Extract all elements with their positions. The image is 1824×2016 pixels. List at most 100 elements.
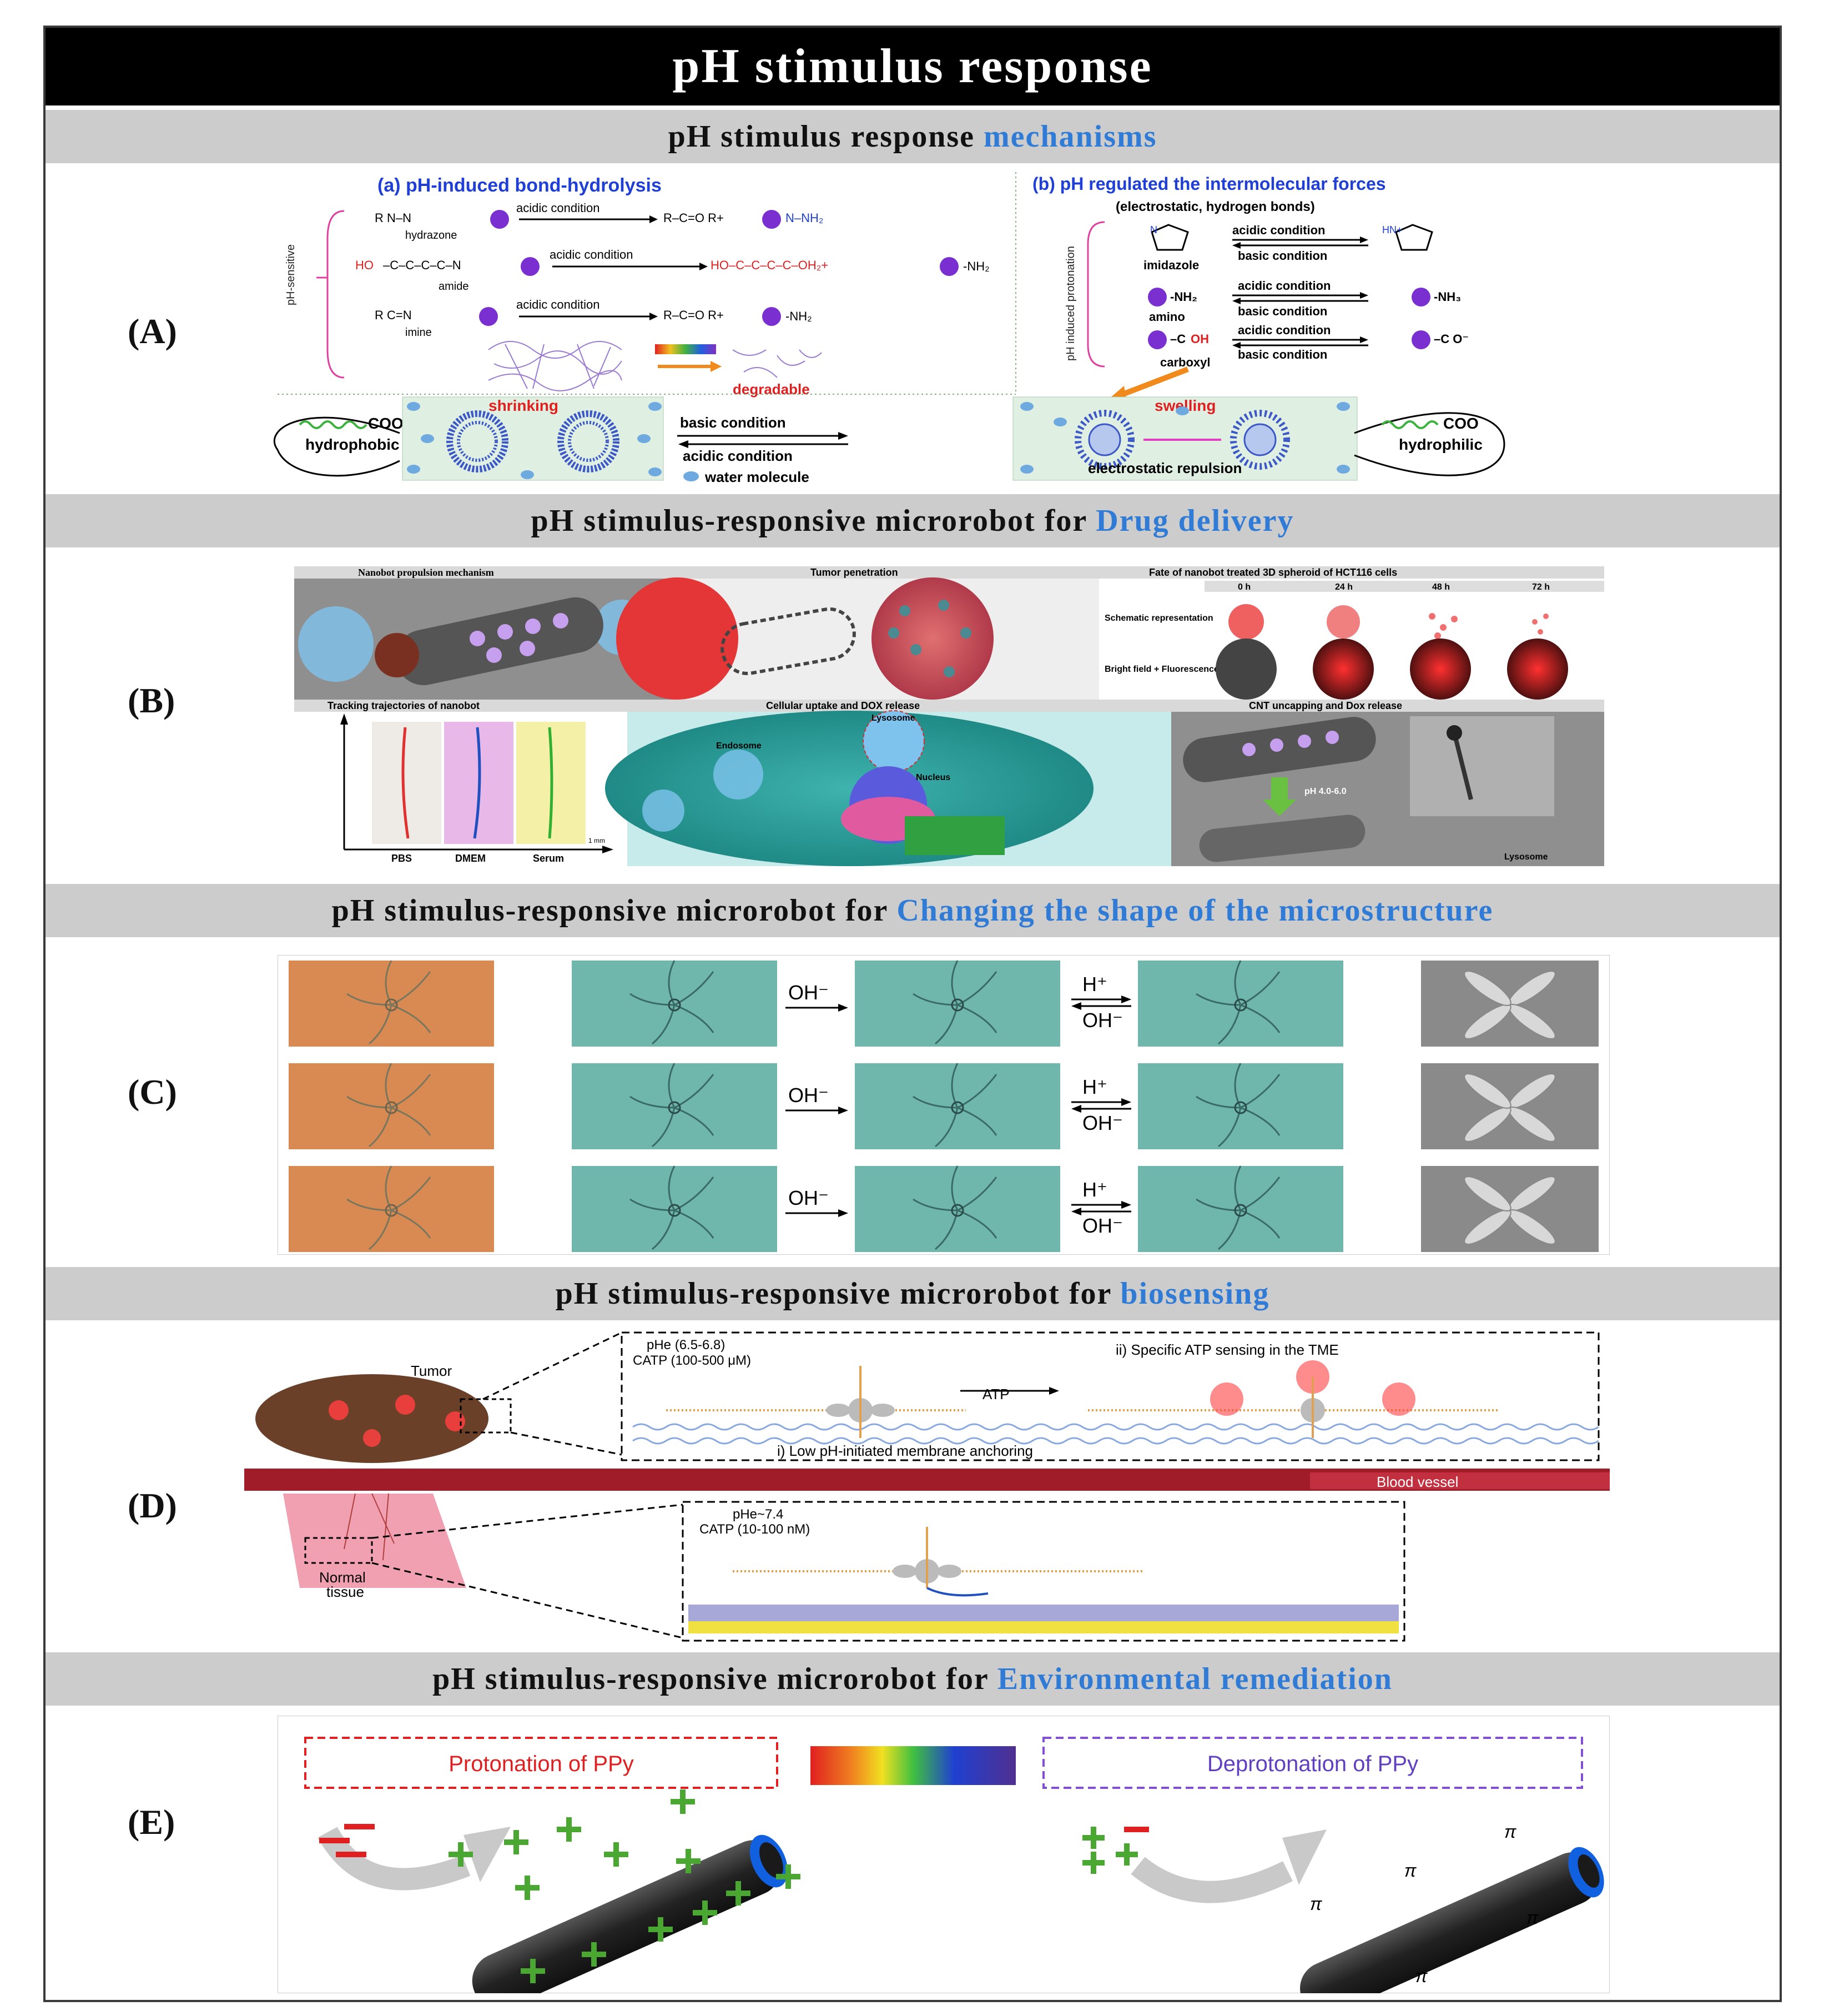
svg-text:R N–N: R N–N <box>375 211 411 225</box>
nh2-label-b: -NH₂ <box>1170 290 1197 304</box>
tme-box <box>621 1331 1600 1461</box>
right-plus-minus <box>1082 1827 1149 1874</box>
shrinking-box <box>402 396 664 481</box>
media-pbs: PBS <box>391 853 412 864</box>
hydrophobic-bubble <box>273 416 400 477</box>
water-label: water molecule <box>704 469 809 485</box>
section-bar-remediation: pH stimulus-responsive microrobot for En… <box>46 1652 1780 1706</box>
svg-text:–C–C–C–C–N: –C–C–C–C–N <box>383 258 461 272</box>
oh-label-b: OH <box>1191 332 1209 346</box>
catp2-label: CATP (10-100 nM) <box>699 1522 810 1537</box>
tumor-title: Tumor penetration <box>810 567 898 578</box>
panel-a-diagram: (a) pH-induced bond-hydrolysis pH-sensit… <box>273 172 1505 485</box>
panel-label-d: (D) <box>128 1486 177 1525</box>
panel-label-e: (E) <box>128 1802 175 1842</box>
section-bar-mechanisms: pH stimulus response mechanisms <box>46 110 1780 163</box>
phe1-label: pHe (6.5-6.8) <box>647 1338 725 1353</box>
h-label-r3: H⁺ <box>1082 1178 1107 1201</box>
dna-probe-2 <box>1088 1360 1499 1438</box>
left-minus-signs <box>319 1824 375 1857</box>
amide-label: amide <box>439 280 468 293</box>
carboxyl-label: carboxyl <box>1160 355 1211 369</box>
uptake-title: Cellular uptake and DOX release <box>766 700 920 711</box>
protonation-label: Protonation of PPy <box>449 1752 634 1776</box>
ppy-tube-right <box>1300 1847 1604 1993</box>
specific-label: ii) Specific ATP sensing in the TME <box>1116 1341 1339 1358</box>
basic-label-b1: basic condition <box>1238 249 1327 263</box>
pi-label-1: π <box>1504 1822 1516 1842</box>
ppy-tube-left <box>472 1834 788 1993</box>
tumor-mass <box>255 1374 488 1463</box>
imine-label: imine <box>405 326 432 339</box>
imidazole-label: imidazole <box>1143 258 1199 272</box>
panel-label-a: (A) <box>128 311 177 351</box>
pi-label-3: π <box>1310 1894 1322 1914</box>
nh2-label-2: -NH₂ <box>963 259 990 273</box>
section-bar-biosensing: pH stimulus-responsive microrobot for bi… <box>46 1267 1780 1320</box>
shape-row-3 <box>289 1165 1599 1252</box>
ho-label: HO <box>355 258 374 272</box>
oh-label-r2: OH⁻ <box>788 1084 829 1107</box>
acidic-label-3: acidic condition <box>516 298 599 311</box>
basic-label-b3: basic condition <box>1238 348 1327 361</box>
shape-row-1 <box>289 959 1599 1047</box>
h-label-r2: H⁺ <box>1082 1075 1107 1098</box>
time-0: 0 h <box>1238 582 1251 592</box>
scale-label: 1 mm <box>588 837 605 844</box>
ph-spectrum <box>810 1746 1016 1785</box>
svg-text:R–C=O R+: R–C=O R+ <box>663 308 724 322</box>
nh3-label: -NH₃ <box>1434 290 1461 304</box>
section-bar-shape-change: pH stimulus-responsive microrobot for Ch… <box>46 884 1780 937</box>
panel-label-c: (C) <box>128 1072 177 1112</box>
hydrophobic-label: hydrophobic <box>305 436 400 453</box>
hydrophilic-bubble <box>1354 412 1505 476</box>
endosome-label: Endosome <box>716 741 762 751</box>
svg-text:R C=N: R C=N <box>375 308 412 322</box>
coo-label: COO <box>1443 415 1479 432</box>
basic-label-b2: basic condition <box>1238 304 1327 318</box>
ph-sensitive-label: pH-sensitive <box>285 244 297 305</box>
panel-a-b-subtitle: (electrostatic, hydrogen bonds) <box>1116 199 1315 214</box>
oh-label-r3: OH⁻ <box>788 1187 829 1209</box>
schematic-label: Schematic representation <box>1105 614 1213 623</box>
acidic-label-1: acidic condition <box>516 201 599 215</box>
panel-c-diagram: OH⁻ H⁺ OH⁻ OH⁻ H⁺ OH⁻ OH⁻ H⁺ OH⁻ <box>278 955 1610 1255</box>
panel-a-b-title: (b) pH regulated the intermolecular forc… <box>1032 174 1386 194</box>
degraded-network <box>732 349 822 378</box>
hydrophilic-label: hydrophilic <box>1399 436 1483 453</box>
bright-label: Bright field + Fluorescence <box>1105 665 1219 674</box>
oh2-label-r1: OH⁻ <box>1082 1009 1123 1032</box>
panel-a-a-title: (a) pH-induced bond-hydrolysis <box>377 175 662 196</box>
shape-row-2 <box>289 1062 1599 1149</box>
lysosome2-label: Lysosome <box>1504 852 1548 862</box>
ph-range-label: pH 4.0-6.0 <box>1304 787 1347 796</box>
hydrazone-label: hydrazone <box>405 229 457 242</box>
atp-label: ATP <box>982 1386 1010 1402</box>
phe2-label: pHe~7.4 <box>733 1507 783 1522</box>
pi-label-5: π <box>1415 1966 1428 1986</box>
time-48: 48 h <box>1432 582 1450 592</box>
left-plus-signs <box>449 1789 800 1983</box>
pi-label-4: π <box>1526 1908 1539 1928</box>
pi-label-2: π <box>1404 1861 1417 1881</box>
time-24: 24 h <box>1335 582 1353 592</box>
panel-b-diagram: Nanobot propulsion mechanism Tumor penet… <box>294 566 1604 866</box>
hydrogel-network <box>488 341 622 391</box>
propulsion-title: Nanobot propulsion mechanism <box>358 567 494 578</box>
panel-e-diagram: Protonation of PPy Deprotonation of PPy <box>278 1716 1610 1993</box>
svg-text:N: N <box>1150 224 1157 235</box>
uncapping-title: CNT uncapping and Dox release <box>1249 700 1402 711</box>
fate-title: Fate of nanobot treated 3D spheroid of H… <box>1149 567 1397 578</box>
media-dmem: DMEM <box>455 853 486 864</box>
membrane-top <box>632 1423 1599 1445</box>
oh2-label-r2: OH⁻ <box>1082 1112 1123 1134</box>
tracking-title: Tracking trajectories of nanobot <box>327 700 480 711</box>
tumor-label: Tumor <box>411 1363 452 1379</box>
deprotonation-label: Deprotonation of PPy <box>1207 1752 1418 1776</box>
orange-arrow <box>1115 366 1189 400</box>
acidic-label-b1: acidic condition <box>1232 223 1325 237</box>
deprotonation-box <box>1042 1737 1583 1789</box>
normal-tissue <box>283 1494 466 1588</box>
molecule-dot <box>490 210 509 229</box>
